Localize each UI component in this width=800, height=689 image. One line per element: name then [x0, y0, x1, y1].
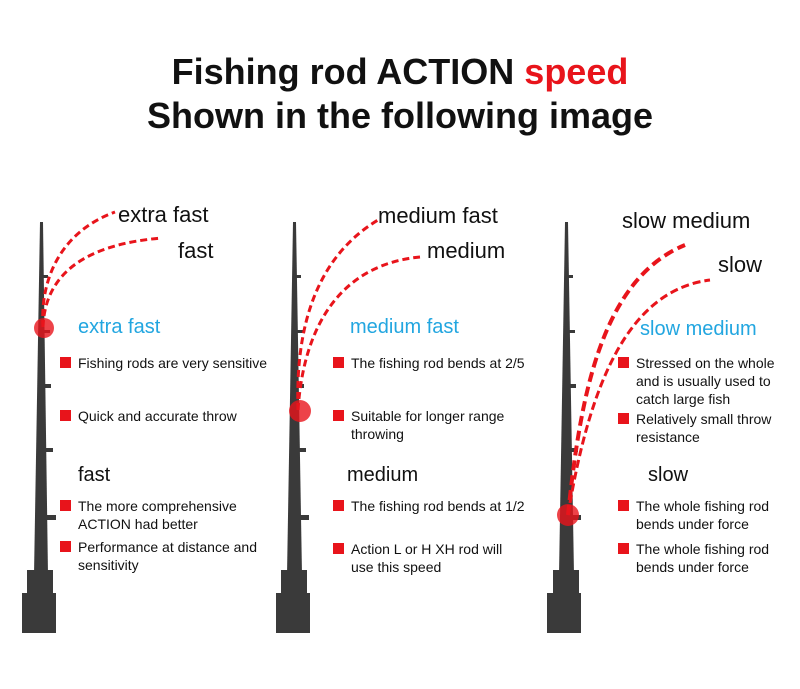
bullet-item: The fishing rod bends at 1/2 — [333, 497, 581, 515]
curve-medium — [296, 255, 421, 411]
bullet-item: Quick and accurate throw — [60, 407, 308, 425]
curve-medium-fast — [296, 218, 379, 411]
section-heading-medium: medium — [347, 464, 419, 486]
page-subtitle: Shown in the following image — [147, 95, 653, 136]
bullet-item: Relatively small throw resistance — [618, 410, 800, 446]
page-title: Fishing rod ACTION speed — [0, 50, 800, 94]
section-heading-slow: slow — [648, 464, 689, 486]
section-heading-medium-fast: medium fast — [350, 316, 459, 338]
section-heading-fast: fast — [78, 464, 111, 486]
bullet-item: The more comprehensive ACTION had better — [60, 497, 268, 533]
bend-point-marker — [557, 504, 579, 526]
curve-slow — [566, 278, 711, 516]
bullet-item: Fishing rods are very sensitive — [60, 354, 308, 372]
section-heading-slow-medium: slow medium — [640, 318, 757, 340]
curve-label-slow-medium: slow medium — [622, 208, 751, 233]
title-prefix: Fishing rod ACTION — [171, 51, 525, 92]
rod-medium — [276, 218, 421, 633]
bullet-item: The whole fishing rod bends under force — [618, 540, 800, 576]
curve-slow-medium — [566, 243, 686, 516]
bullet-item: Suitable for longer range throwing — [333, 407, 531, 443]
bend-point-marker — [289, 400, 311, 422]
section-heading-extra-fast: extra fast — [78, 316, 161, 338]
bullet-item: Performance at distance and sensitivity — [60, 538, 278, 574]
rod-slow — [547, 222, 711, 633]
bend-point-marker — [34, 318, 54, 338]
curve-label-slow: slow — [718, 252, 763, 277]
rod-extra-fast — [22, 210, 163, 633]
curve-extra-fast — [41, 210, 116, 328]
curve-label-fast: fast — [178, 238, 214, 263]
bullet-item: Stressed on the whole and is usually use… — [618, 354, 800, 408]
curve-label-medium-fast: medium fast — [378, 203, 498, 228]
curve-label-extra-fast: extra fast — [118, 202, 209, 227]
bullet-item: The fishing rod bends at 2/5 — [333, 354, 581, 372]
curve-label-medium: medium — [427, 238, 506, 263]
bullet-item: Action L or H XH rod will use this speed — [333, 540, 526, 576]
title-accent: speed — [524, 51, 629, 92]
bullet-item: The whole fishing rod bends under force — [618, 497, 800, 533]
